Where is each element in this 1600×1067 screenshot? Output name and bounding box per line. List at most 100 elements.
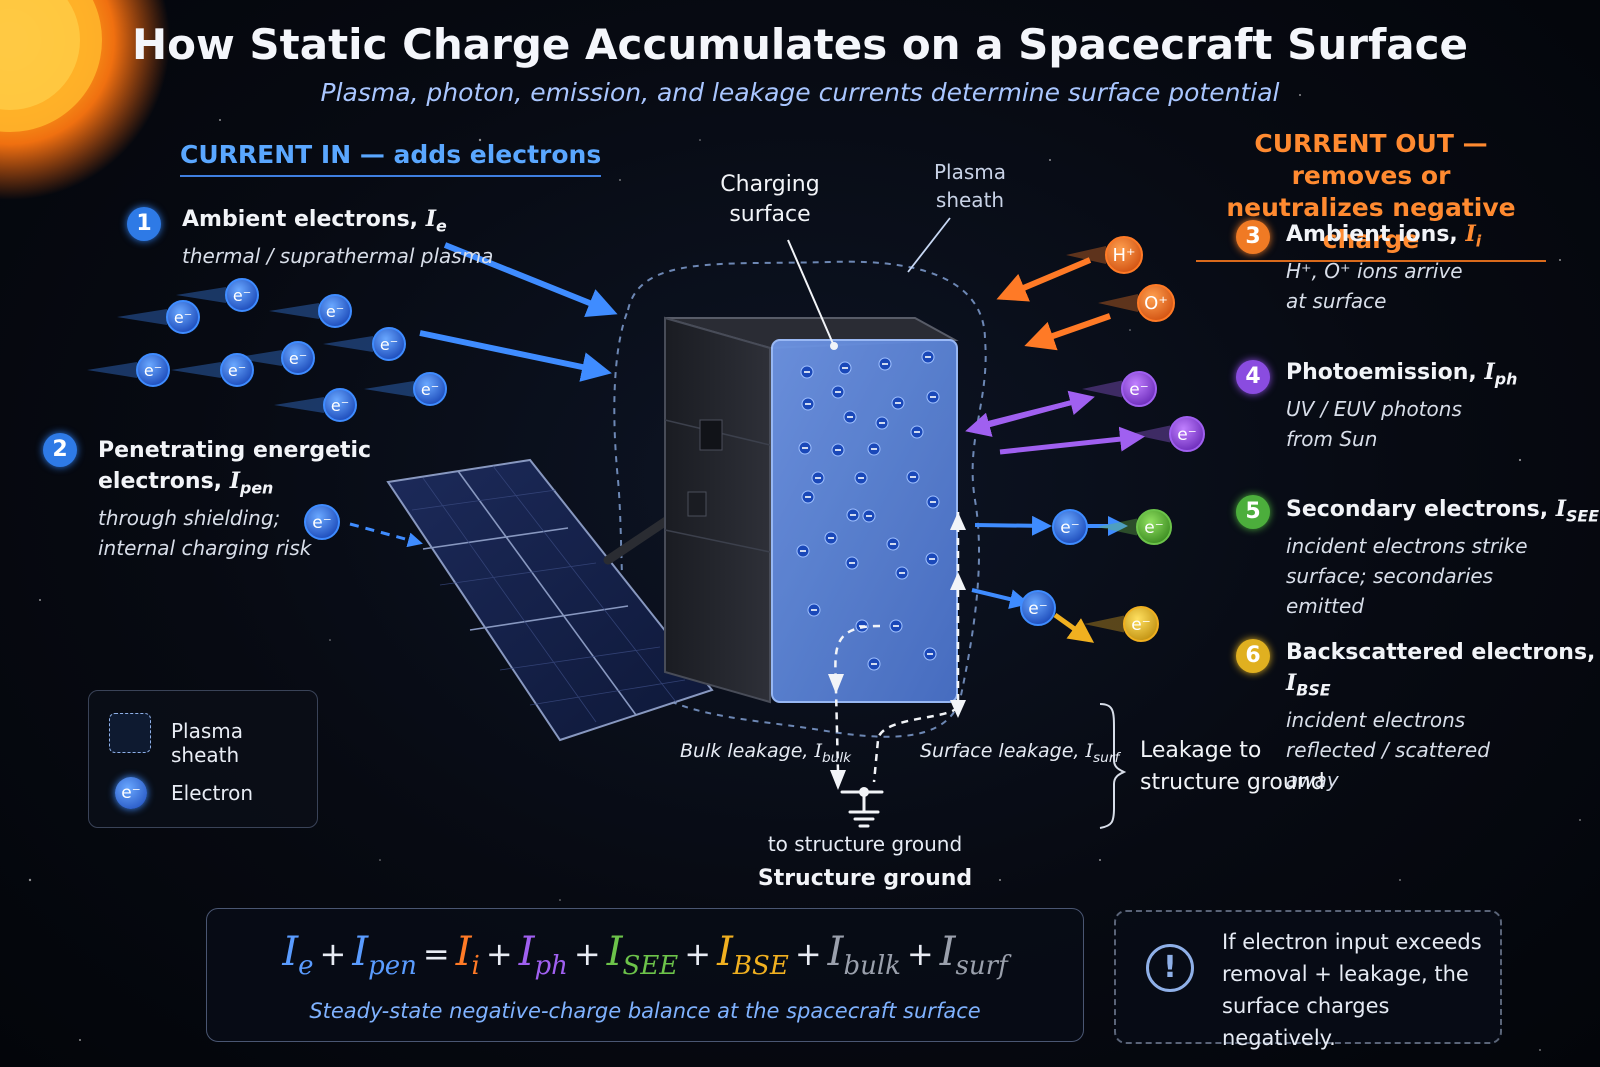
item-title: Secondary electrons, ISEE <box>1286 496 1600 526</box>
svg-text:e⁻: e⁻ <box>312 513 331 533</box>
particles: e⁻e⁻e⁻e⁻e⁻e⁻e⁻e⁻e⁻e⁻H⁺O⁺e⁻e⁻e⁻e⁻e⁻e⁻ <box>87 236 1205 642</box>
photoelectron: e⁻ <box>1130 416 1205 452</box>
legend-electron-label: Electron <box>171 781 254 805</box>
penetrating-electron-arrow <box>349 522 423 548</box>
surface-leakage-label: Surface leakage, Isurf <box>920 740 1120 766</box>
equation-operator: + <box>684 935 712 973</box>
item-desc-line1: through shielding; <box>98 506 281 531</box>
legend-plasma-sheath-swatch <box>109 713 151 753</box>
svg-text:e⁻: e⁻ <box>228 361 246 380</box>
badge-2: 2 <box>43 433 77 467</box>
backscatter-arrow-in <box>971 588 1030 609</box>
warning-text: If electron input exceeds removal + leak… <box>1222 930 1482 1050</box>
item-desc-line2: surface; secondaries <box>1286 564 1494 589</box>
svg-text:e⁻: e⁻ <box>1060 518 1079 538</box>
svg-text:e⁻: e⁻ <box>1144 518 1163 538</box>
page-subtitle: Plasma, photon, emission, and leakage cu… <box>320 78 1280 107</box>
svg-text:e⁻: e⁻ <box>233 286 251 305</box>
item-photoemission: Photoemission, Iph UV / EUV photons from… <box>1286 357 1517 454</box>
svg-text:e⁻: e⁻ <box>331 396 349 415</box>
equation-term-bulk: Ibulk <box>827 929 901 981</box>
svg-text:e⁻: e⁻ <box>1131 615 1150 635</box>
equation-operator: + <box>319 935 347 973</box>
current-out-header: CURRENT OUT — removes or neutralizes neg… <box>1196 128 1546 262</box>
secondary-arrow-in <box>974 515 1052 536</box>
item-title: Backscattered electrons, IBSE <box>1286 640 1596 700</box>
ambient-electron: e⁻ <box>87 353 170 387</box>
ambient-electron: e⁻ <box>232 341 315 375</box>
item-desc-line2: from Sun <box>1286 427 1378 452</box>
legend: Plasma sheath e⁻ Electron <box>88 690 318 828</box>
svg-text:e⁻: e⁻ <box>1177 425 1196 445</box>
equation-term-bse: IBSE <box>717 929 789 981</box>
badge-4: 4 <box>1236 360 1270 394</box>
item-desc-line2: at surface <box>1286 289 1387 314</box>
item-desc-line1: incident electrons strike <box>1286 534 1528 559</box>
equation-operator: = <box>422 935 450 973</box>
to-structure-ground-label: to structure ground <box>767 832 963 856</box>
item-title-line1: Penetrating energetic <box>98 438 372 463</box>
bulk-leakage-label: Bulk leakage, Ibulk <box>680 740 852 766</box>
surface-negative-charges <box>796 350 940 671</box>
ambient-electron-arrow-2 <box>419 330 612 382</box>
legend-electron-swatch: e⁻ <box>115 777 147 809</box>
ambient-electron: e⁻ <box>323 327 406 361</box>
item-desc-line2: reflected / scattered <box>1286 738 1490 763</box>
photo-arrow-2 <box>999 426 1145 455</box>
backscattered-electron: e⁻ <box>1084 606 1159 642</box>
oxygen-ion: O⁺ <box>1098 284 1175 322</box>
badge-5: 5 <box>1236 495 1270 529</box>
equation-term-pen: Ipen <box>352 929 417 981</box>
item-desc-line1: UV / EUV photons <box>1286 397 1462 422</box>
item-title: Photoemission, Iph <box>1286 359 1518 389</box>
photo-arrow-out <box>977 390 1095 429</box>
item-ambient-electrons: Ambient electrons, Ie thermal / suprathe… <box>182 204 493 271</box>
ambient-electron: e⁻ <box>269 294 352 328</box>
equation-term-i: Ii <box>455 929 480 981</box>
item-backscattered-electrons: Backscattered electrons, IBSE incident e… <box>1286 638 1600 795</box>
badge-1: 1 <box>127 207 161 241</box>
plasma-sheath-label: Plasma sheath <box>933 160 1007 212</box>
item-desc-line1: incident electrons <box>1286 708 1466 733</box>
hydrogen-ion: H⁺ <box>1066 236 1143 274</box>
item-title: Ambient ions, Ii <box>1286 221 1482 251</box>
item-title: Ambient electrons, Ie <box>182 206 447 236</box>
leakage-to-ground-label: Leakage to structure ground <box>1140 738 1325 795</box>
page-title: How Static Charge Accumulates on a Space… <box>132 20 1468 69</box>
equation-term-e: Ie <box>282 929 314 981</box>
badge-3: 3 <box>1236 220 1270 254</box>
balance-equation-caption: Steady-state negative-charge balance at … <box>309 999 981 1023</box>
ambient-electron: e⁻ <box>176 278 259 312</box>
current-out-header-line1: CURRENT OUT — removes or <box>1254 129 1488 190</box>
balance-equation-box: Ie+Ipen=Ii+Iph+ISEE+IBSE+Ibulk+Isurf Ste… <box>206 908 1084 1042</box>
ground-symbol <box>840 790 884 828</box>
item-desc: thermal / suprathermal plasma <box>182 244 494 269</box>
charging-surface-leader <box>787 239 835 347</box>
warning-note: ! If electron input exceeds removal + le… <box>1114 910 1502 1050</box>
badge-6: 6 <box>1236 639 1270 673</box>
ambient-electron: e⁻ <box>274 388 357 422</box>
ambient-electron-arrow-1 <box>443 242 618 317</box>
svg-text:e⁻: e⁻ <box>289 349 307 368</box>
backscatter-arrow-out <box>1053 612 1095 643</box>
exclamation-circle-icon: ! <box>1146 944 1194 992</box>
item-penetrating-electrons: Penetrating energetic electrons, Ipen th… <box>98 436 371 563</box>
charging-surface-label: Charging surface <box>720 172 820 227</box>
equation-operator: + <box>485 935 513 973</box>
equation-operator: + <box>573 935 601 973</box>
item-desc-line2: internal charging risk <box>98 536 312 561</box>
ambient-electron: e⁻ <box>117 300 200 334</box>
solar-panel <box>386 458 714 742</box>
svg-text:e⁻: e⁻ <box>380 335 398 354</box>
incident-electron: e⁻ <box>1052 509 1088 545</box>
svg-text:e⁻: e⁻ <box>1129 380 1148 400</box>
penetrating-electron: e⁻ <box>304 504 340 540</box>
svg-text:e⁻: e⁻ <box>174 308 192 327</box>
equation-operator: + <box>794 935 822 973</box>
item-title-line2: electrons, Ipen <box>98 468 274 498</box>
svg-text:e⁻: e⁻ <box>144 361 162 380</box>
item-desc-line3: emitted <box>1286 594 1365 619</box>
balance-equation: Ie+Ipen=Ii+Iph+ISEE+IBSE+Ibulk+Isurf <box>207 929 1083 981</box>
